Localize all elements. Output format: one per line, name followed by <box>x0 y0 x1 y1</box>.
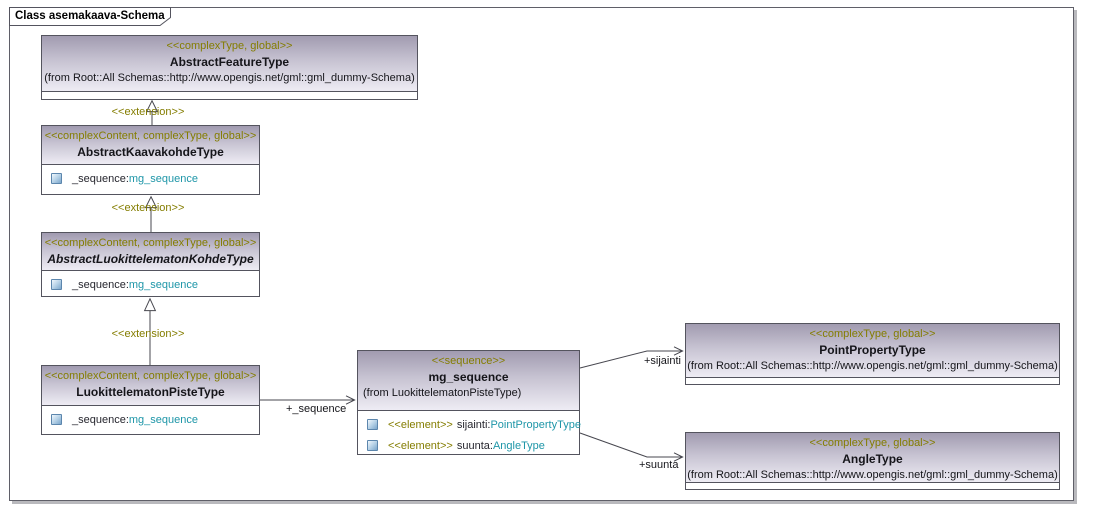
attribute-row[interactable]: <<element>> sijainti: PointPropertyType <box>358 414 581 435</box>
attribute-type: mg_sequence <box>128 172 198 185</box>
class-name: AbstractLuokittelematonKohdeType <box>47 252 254 266</box>
sequence-arrowhead <box>345 395 356 405</box>
class-name: mg_sequence <box>428 370 509 384</box>
extension-connectors[interactable] <box>143 99 159 365</box>
attribute-name: suunta: <box>456 439 493 452</box>
attribute-name: sijainti: <box>456 418 491 431</box>
class-abstractkaavakohdetype[interactable]: <<complexContent, complexType, global>> … <box>41 125 260 195</box>
class-stereotype: <<complexType, global>> <box>166 40 293 52</box>
attribute-row[interactable]: _sequence: mg_sequence <box>42 168 259 189</box>
class-stereotype: <<complexContent, complexType, global>> <box>44 370 257 382</box>
element-stereotype: <<element>> <box>388 439 453 452</box>
class-header: <<complexType, global>> AbstractFeatureT… <box>42 36 417 92</box>
generalization-arrowhead-1 <box>145 99 159 113</box>
attribute-type: mg_sequence <box>128 278 198 291</box>
sijainti-arrowhead <box>673 346 684 356</box>
sequence-role-label: +_sequence <box>286 403 347 415</box>
empty-compartment <box>42 92 417 99</box>
class-name: AbstractKaavakohdeType <box>77 145 224 159</box>
attribute-compartment: _sequence: mg_sequence <box>42 406 259 430</box>
class-from-note: (from LuokittelematonPisteType) <box>363 387 522 399</box>
attribute-row[interactable]: _sequence: mg_sequence <box>42 274 259 295</box>
class-mg-sequence[interactable]: <<sequence>> mg_sequence (from Luokittel… <box>357 350 581 456</box>
class-stereotype: <<complexContent, complexType, global>> <box>44 130 257 142</box>
empty-compartment <box>686 483 1059 489</box>
attribute-type: PointPropertyType <box>490 418 581 431</box>
element-stereotype: <<element>> <box>388 418 453 431</box>
attribute-name: _sequence: <box>72 413 129 426</box>
class-header: <<sequence>> mg_sequence (from Luokittel… <box>358 351 579 411</box>
class-header: <<complexContent, complexType, global>> … <box>42 126 259 165</box>
class-name: AbstractFeatureType <box>169 55 290 69</box>
attribute-type: mg_sequence <box>128 413 198 426</box>
frame-tab-shape <box>9 7 171 26</box>
class-name: PointPropertyType <box>819 343 926 357</box>
attribute-name: _sequence: <box>72 278 129 291</box>
attribute-compartment: _sequence: mg_sequence <box>42 271 259 295</box>
class-stereotype: <<complexType, global>> <box>809 437 936 449</box>
attribute-icon <box>367 440 378 451</box>
attribute-icon <box>367 419 378 430</box>
extension-stereotype-label: <<extension>> <box>111 202 185 214</box>
attribute-name: _sequence: <box>72 172 129 185</box>
class-pointpropertytype[interactable]: <<complexType, global>> PointPropertyTyp… <box>685 323 1060 385</box>
attribute-row[interactable]: <<element>> suunta: AngleType <box>358 435 579 456</box>
class-from-note: (from Root::All Schemas::http://www.open… <box>687 469 1058 481</box>
class-header: <<complexType, global>> AngleType (from … <box>686 433 1059 483</box>
class-header: <<complexContent, complexType, global>> … <box>42 233 259 271</box>
attribute-icon <box>51 414 62 425</box>
sijainti-role-label: +sijainti <box>644 355 681 367</box>
attribute-compartment: _sequence: mg_sequence <box>42 165 259 189</box>
class-abstractluokittelematonkohdetype[interactable]: <<complexContent, complexType, global>> … <box>41 232 260 297</box>
suunta-arrowhead <box>673 452 684 462</box>
class-luokittelematonpistetype[interactable]: <<complexContent, complexType, global>> … <box>41 365 260 435</box>
class-stereotype: <<complexType, global>> <box>809 328 936 340</box>
suunta-role-label: +suunta <box>639 459 679 471</box>
class-stereotype: <<sequence>> <box>431 355 506 367</box>
class-angletype[interactable]: <<complexType, global>> AngleType (from … <box>685 432 1060 490</box>
class-stereotype: <<complexContent, complexType, global>> <box>44 237 257 249</box>
diagram-title: Class asemakaava-Schema <box>15 10 165 22</box>
attribute-row[interactable]: _sequence: mg_sequence <box>42 409 259 430</box>
extension-stereotype-label: <<extension>> <box>111 106 185 118</box>
empty-compartment <box>686 378 1059 384</box>
attribute-icon <box>51 279 62 290</box>
class-from-note: (from Root::All Schemas::http://www.open… <box>687 360 1058 372</box>
extension-stereotype-label: <<extension>> <box>111 328 185 340</box>
attribute-type: AngleType <box>492 439 545 452</box>
generalization-arrowhead-3 <box>143 297 157 312</box>
class-name: AngleType <box>842 452 903 466</box>
frame-tab <box>9 7 171 26</box>
sijainti-association-line[interactable] <box>579 350 682 369</box>
suunta-association-line[interactable] <box>579 432 682 458</box>
class-header: <<complexContent, complexType, global>> … <box>42 366 259 406</box>
class-name: LuokittelematonPisteType <box>76 385 225 399</box>
class-abstractfeaturetype[interactable]: <<complexType, global>> AbstractFeatureT… <box>41 35 418 100</box>
attribute-icon <box>51 173 62 184</box>
association-connectors[interactable] <box>260 346 684 462</box>
attribute-compartment: <<element>> sijainti: PointPropertyType … <box>358 411 581 456</box>
generalization-arrowhead-2 <box>144 195 158 209</box>
class-header: <<complexType, global>> PointPropertyTyp… <box>686 324 1059 378</box>
class-from-note: (from Root::All Schemas::http://www.open… <box>44 72 415 84</box>
